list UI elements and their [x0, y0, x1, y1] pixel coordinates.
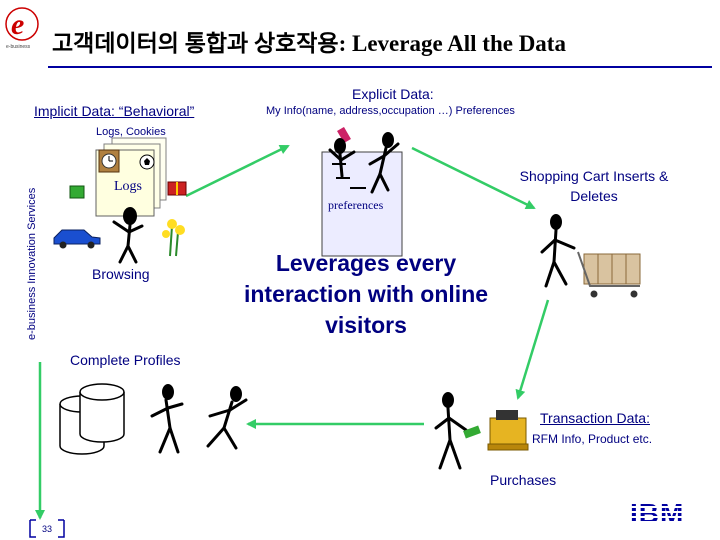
transaction-data-heading: Transaction Data: — [540, 410, 650, 426]
sidebar-label: e-business Innovation Services — [26, 187, 38, 340]
clock-icon — [98, 149, 120, 173]
preferences-card — [321, 151, 403, 257]
stick-figure-icon — [150, 384, 248, 454]
stick-figure-icon — [540, 214, 576, 288]
logs-card-label: Logs — [114, 179, 142, 194]
logs-card-stack — [95, 137, 167, 217]
shopping-cart-icon — [577, 251, 641, 298]
page-number: 33 — [41, 524, 52, 534]
stick-figure-icon — [112, 207, 144, 264]
complete-profiles-label: Complete Profiles — [70, 352, 181, 368]
page-title: 고객데이터의 통합과 상호작용: Leverage All the Data — [52, 31, 566, 56]
stick-figure-icon — [328, 132, 400, 194]
title-rule — [48, 66, 712, 68]
logo-tagline: e-business — [6, 44, 31, 50]
gift-icon — [167, 181, 187, 196]
lipstick-icon — [337, 126, 351, 144]
stick-figure-icon — [434, 392, 468, 470]
cash-register-icon — [487, 410, 529, 451]
money-icon — [463, 425, 481, 439]
purchases-label: Purchases — [490, 472, 557, 488]
explicit-data-heading: Explicit Data: — [352, 86, 434, 102]
car-icon — [53, 229, 101, 249]
center-message: Leverages every interaction with online … — [243, 250, 489, 338]
shopping-cart-label: Shopping Cart Inserts & Deletes — [519, 168, 669, 204]
gift-small-icon — [69, 185, 85, 199]
logs-cookies-label: Logs, Cookies — [96, 126, 166, 138]
ibm-logo: IBM — [630, 498, 685, 529]
soccer-ball-icon — [139, 154, 155, 170]
flower-icon — [162, 219, 185, 257]
implicit-data-heading: Implicit Data: “Behavioral” — [34, 103, 195, 119]
arrow-explicit-to-cart — [411, 146, 536, 210]
preferences-card-label: preferences — [328, 198, 384, 212]
browsing-label: Browsing — [92, 266, 150, 282]
cycle-arrows — [35, 144, 550, 520]
database-icon — [59, 383, 125, 455]
arrow-implicit-to-explicit — [185, 144, 290, 198]
transaction-detail: RFM Info, Product etc. — [532, 432, 653, 446]
arrow-cart-to-transaction — [515, 299, 550, 400]
svg-text:e: e — [11, 8, 24, 41]
e-logo-icon: e — [5, 7, 39, 41]
my-info-label: My Info(name, address,occupation …) Pref… — [266, 105, 515, 117]
